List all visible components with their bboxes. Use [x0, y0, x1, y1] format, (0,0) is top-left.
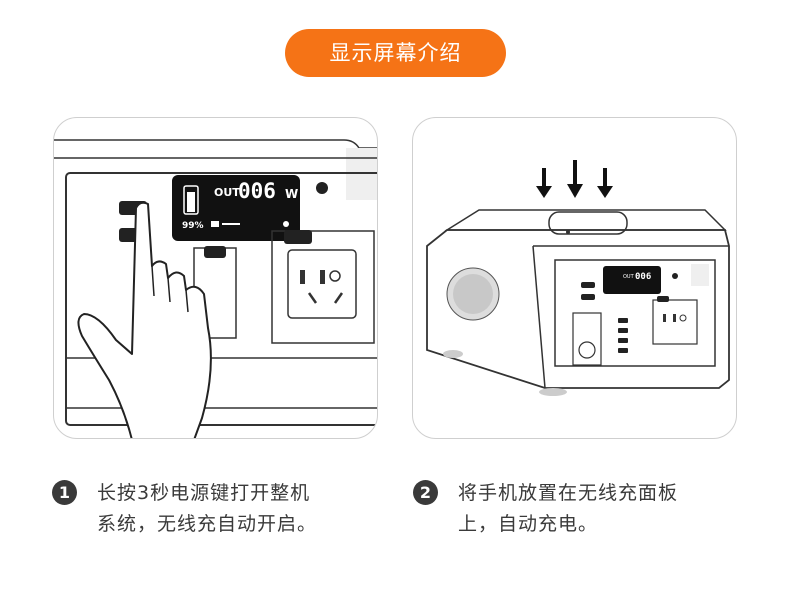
indicator-knob [672, 273, 678, 279]
step-1-line-1: 长按3秒电源键打开整机 [97, 482, 311, 504]
step-2-line-2: 上，自动充电。 [458, 513, 599, 535]
outlet-slot [663, 314, 666, 322]
outlet-slot [673, 314, 676, 322]
lcd-screen [603, 266, 661, 294]
power-value-small: 006 [635, 272, 651, 282]
fan-grill-inner [453, 274, 493, 314]
lcd-screen [172, 175, 300, 241]
ac-indicator-icon [283, 221, 289, 227]
front-panel [554, 259, 716, 367]
wireless-pad [548, 211, 628, 235]
dc-port-frame [572, 312, 602, 366]
outlet-switch[interactable] [657, 296, 669, 302]
outlet-slot [300, 270, 305, 284]
battery-percent: 99% [182, 221, 204, 231]
outlet-ground [329, 270, 341, 282]
power-unit: W [285, 187, 298, 201]
step-1-description: 长按3秒电源键打开整机 系统，无线充自动开启。 [97, 478, 317, 540]
down-arrows-icon [536, 160, 613, 198]
port-switch[interactable] [204, 246, 226, 258]
step-1-line-2: 系统，无线充自动开启。 [97, 513, 318, 535]
pad-indicator [566, 230, 570, 234]
power-button[interactable] [581, 282, 595, 288]
device-corner [691, 264, 709, 286]
outlet-frame [271, 230, 375, 344]
outlet-slot [320, 270, 325, 284]
step-2-line-1: 将手机放置在无线充面板 [458, 482, 679, 504]
step-2-description: 将手机放置在无线充面板 上，自动充电。 [458, 478, 678, 540]
ac-outlet-icon [652, 299, 698, 345]
outlet-switch[interactable] [284, 230, 312, 244]
wireless-charging-illustration: OUT 006 [426, 160, 730, 396]
outlet-slot [333, 292, 344, 304]
power-button-illustration: OUT 006 W 99% [54, 139, 377, 438]
body-edge [532, 245, 546, 389]
usb-ports-icon [618, 318, 628, 353]
finger-hand-icon [77, 201, 212, 438]
out-label: OUT [214, 186, 240, 199]
section-title: 显示屏幕介绍 [285, 29, 506, 77]
step-1: 1 长按3秒电源键打开整机 系统，无线充自动开启。 [52, 478, 382, 540]
usb-indicator-icon [211, 221, 219, 227]
status-bar-indicator [222, 223, 240, 225]
outlet-ground [679, 314, 687, 322]
step-number-badge: 1 [52, 480, 77, 505]
ac-outlet-icon [287, 249, 357, 319]
device-body [426, 229, 730, 389]
device-foot [443, 350, 463, 358]
step-number-badge: 2 [413, 480, 438, 505]
power-value: 006 [238, 179, 276, 203]
secondary-button[interactable] [581, 294, 595, 300]
device-top-edge [54, 139, 377, 149]
power-button-illustration-panel: OUT 006 W 99% [53, 117, 378, 439]
step-2: 2 将手机放置在无线充面板 上，自动充电。 [413, 478, 743, 540]
out-label-small: OUT [623, 274, 635, 280]
wireless-charging-illustration-panel: OUT 006 [412, 117, 737, 439]
front-panel [65, 172, 377, 426]
dc-port-icon [578, 341, 596, 359]
battery-icon [183, 185, 199, 215]
indicator-knob [316, 182, 328, 194]
outlet-slot [307, 292, 318, 304]
device-foot [539, 388, 567, 396]
finger-lines [151, 265, 189, 313]
battery-fill [187, 192, 195, 212]
device-top [444, 209, 727, 231]
